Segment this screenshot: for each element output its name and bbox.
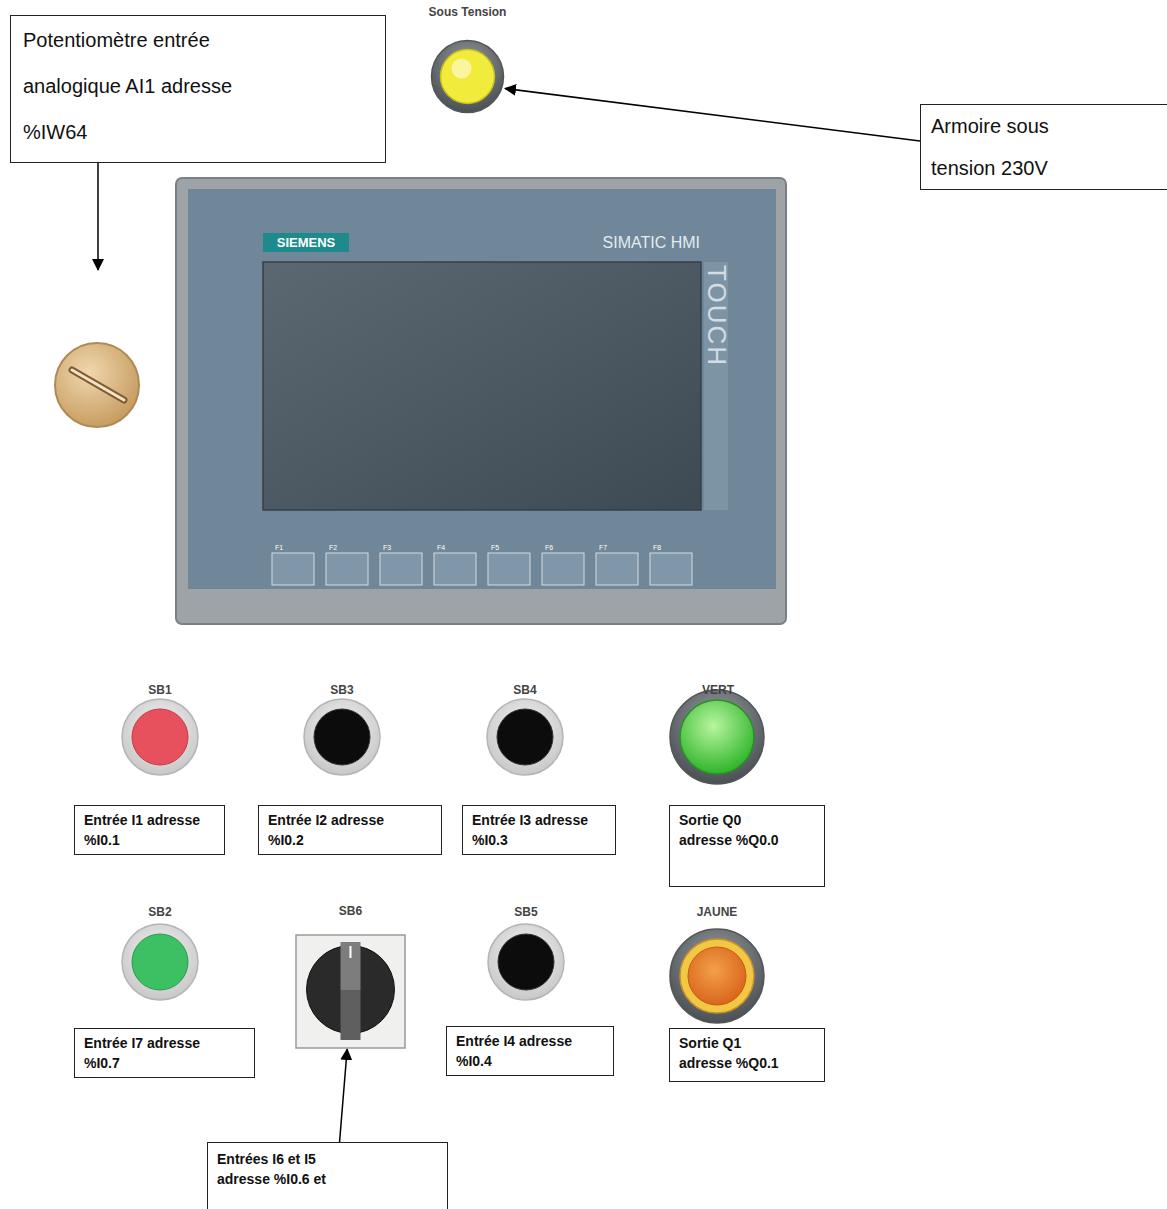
callout-text: Entrée I4 adresse %I0.4 [456,1031,574,1071]
brand-label: SIEMENS [277,235,336,250]
hmi-panel [650,553,692,585]
push-button [304,699,380,775]
potentiometer-knob [72,370,124,400]
push-button [122,924,198,1000]
model-label: SIMATIC HMI [603,234,700,252]
function-key: F4 [437,544,445,551]
hmi-panel [380,553,422,585]
switch-mark [350,946,352,958]
function-key: F5 [491,544,499,551]
hmi-panel [434,553,476,585]
potentiometer-knob [55,343,139,427]
pilot-lamp [670,929,764,1023]
callout-box: Armoire sous tension 230V [920,104,1167,190]
lamp-symbol [430,39,505,114]
hmi-panel [542,553,584,585]
pilot-lamp [680,700,754,774]
lamp-bezel [432,41,504,113]
address-box: Entrée I2 adresse %I0.2 [258,805,442,855]
pilot-lamp [670,929,764,1023]
power-lamp: Sous Tension [430,39,505,114]
button-name: SB5 [514,905,537,919]
device-name: Sous Tension [429,5,507,19]
button-name: SB3 [330,683,353,697]
push-button [132,709,188,765]
push-button [132,934,188,990]
hmi-panel [272,553,692,585]
hmi-panel [488,553,530,585]
hmi-panel [263,262,701,510]
potentiometer-knob [72,370,124,400]
callout-text: Sortie Q0 adresse %Q0.0 [679,810,797,850]
selector-switch: SB6 [295,934,406,1049]
hmi-panel [176,178,786,624]
switch-plate [296,935,405,1048]
lamp-name: VERT [702,683,734,697]
hmi-panel [596,553,638,585]
push-button [498,934,554,990]
function-key: F3 [383,544,391,551]
lamp-highlight [452,59,472,79]
switch-lever [341,942,361,990]
hmi-panel [188,189,776,589]
address-box: Sortie Q1 adresse %Q0.1 [669,1028,825,1082]
pilot-lamp [670,690,764,784]
switch-lever [341,990,361,1040]
hmi-panel [176,178,786,624]
callout-text: Entrée I7 adresse %I0.7 [84,1033,202,1073]
push-button [487,699,563,775]
button-name: SB4 [513,683,536,697]
lamp-name: JAUNE [697,905,738,919]
pilot-lamp [680,939,754,1013]
hmi-panel [263,233,349,252]
push-button [497,709,553,765]
address-box: Entrée I3 adresse %I0.3 [462,805,616,855]
lamp-lens [441,50,495,104]
address-box: Entrées I6 et I5 adresse %I0.6 et [207,1142,448,1209]
callout-text: Entrée I3 adresse %I0.3 [472,810,590,850]
switch-symbol [295,934,406,1049]
address-box: Entrée I7 adresse %I0.7 [74,1028,255,1078]
function-key: F8 [653,544,661,551]
pilot-lamp [688,947,746,1005]
pilot-lamp [670,690,764,784]
callout-text: Entrée I2 adresse %I0.2 [268,810,386,850]
push-button [488,924,564,1000]
function-key: F6 [545,544,553,551]
touch-label: TOUCH [701,265,732,367]
address-box: Entrée I4 adresse %I0.4 [446,1026,614,1076]
address-box: Entrée I1 adresse %I0.1 [74,805,225,855]
callout-box: Potentiomètre entrée analogique AI1 adre… [10,15,386,163]
button-name: SB1 [148,683,171,697]
hmi-panel [326,553,368,585]
callout-text: Armoire sous tension 230V [931,105,1081,189]
function-key: F7 [599,544,607,551]
leader-line [97,163,99,270]
callout-text: Potentiomètre entrée analogique AI1 adre… [23,17,268,155]
function-key: F1 [275,544,283,551]
push-button [487,699,563,775]
callout-text: Sortie Q1 adresse %Q0.1 [679,1033,797,1073]
push-button [304,699,380,775]
leader-arrow [505,89,920,141]
push-button [122,699,198,775]
potentiometer-knob [55,343,139,427]
device-name: SB6 [339,904,362,918]
push-button [314,709,370,765]
function-key: F2 [329,544,337,551]
push-button [122,699,198,775]
leader-arrow [340,1049,348,1142]
callout-text: Entrée I1 adresse %I0.1 [84,810,202,850]
button-name: SB2 [148,905,171,919]
push-button [122,924,198,1000]
hmi-panel [272,553,314,585]
callout-text: Entrées I6 et I5 adresse %I0.6 et [217,1149,357,1189]
push-button [488,924,564,1000]
address-box: Sortie Q0 adresse %Q0.0 [669,805,825,887]
